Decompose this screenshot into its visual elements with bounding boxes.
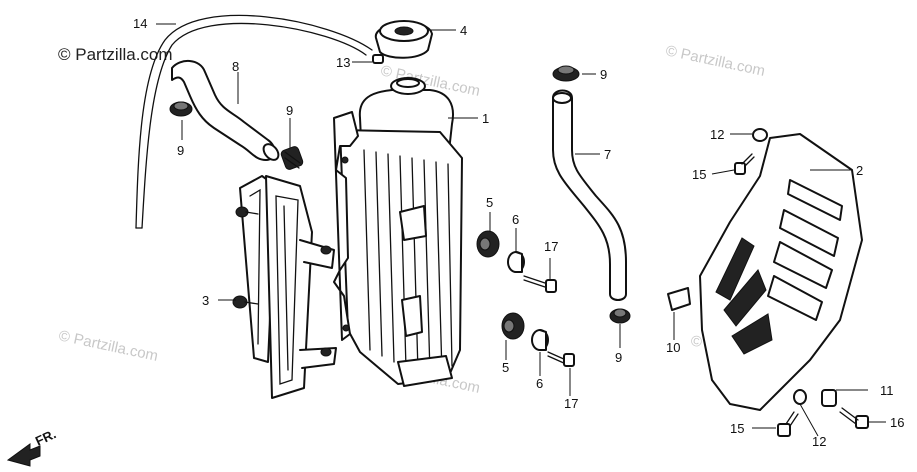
hose-clamp-3 xyxy=(552,65,580,82)
callout-13: 13 xyxy=(336,55,350,70)
callout-16: 16 xyxy=(890,415,904,430)
shroud-bolt-upper xyxy=(235,206,259,218)
callout-10: 10 xyxy=(666,340,680,355)
washer-upper xyxy=(752,128,768,142)
bolt-shroud-lower-left xyxy=(777,411,799,437)
radiator-hose-lower xyxy=(552,89,627,301)
hose-clamp-2 xyxy=(280,146,304,170)
hose-clamp-1 xyxy=(169,101,193,117)
radiator-shroud-left xyxy=(239,175,337,399)
callout-1: 1 xyxy=(482,111,489,126)
callout-9-hose-upper-left: 9 xyxy=(177,143,184,158)
callout-8: 8 xyxy=(232,59,239,74)
shroud-bolt-right-1 xyxy=(320,245,332,255)
radiator-shroud-right xyxy=(699,133,863,411)
callout-14: 14 xyxy=(133,16,147,31)
watermark-primary: © Partzilla.com xyxy=(58,45,173,64)
bolt-upper xyxy=(523,275,557,293)
callout-15-lower: 15 xyxy=(730,421,744,436)
collar-upper xyxy=(507,251,525,273)
callout-4: 4 xyxy=(460,23,467,38)
callout-7: 7 xyxy=(604,147,611,162)
callout-12-upper: 12 xyxy=(710,127,724,142)
collar-lower xyxy=(531,329,549,351)
radiator-cap xyxy=(374,20,433,59)
bolt-shroud-lower-right xyxy=(839,407,869,429)
callout-5-lower: 5 xyxy=(502,360,509,375)
tube-clip xyxy=(372,54,384,64)
callout-17-lower: 17 xyxy=(564,396,578,411)
callout-9-hose-lower-top: 9 xyxy=(600,67,607,82)
callout-6-upper: 6 xyxy=(512,212,519,227)
callout-17-upper: 17 xyxy=(544,239,558,254)
callout-9-hose-lower-bottom: 9 xyxy=(615,350,622,365)
callout-2: 2 xyxy=(856,163,863,178)
callout-6-lower: 6 xyxy=(536,376,543,391)
callout-12-lower: 12 xyxy=(812,434,826,449)
grommet-upper xyxy=(476,230,500,258)
shroud-bolt-lower xyxy=(232,295,259,309)
front-marker: FR. xyxy=(33,426,58,448)
callout-15-upper: 15 xyxy=(692,167,706,182)
washer-lower xyxy=(793,389,807,405)
front-direction-arrow xyxy=(6,443,41,467)
overflow-tube xyxy=(135,14,373,229)
callout-5-upper: 5 xyxy=(486,195,493,210)
watermark-top-right: © Partzilla.com xyxy=(664,42,766,80)
hose-clamp-4 xyxy=(609,308,631,324)
bolt-lower xyxy=(547,351,575,367)
callout-11: 11 xyxy=(880,383,894,398)
collar-shroud-lower xyxy=(821,389,837,407)
shroud-bolt-right-2 xyxy=(320,347,332,357)
radiator xyxy=(333,77,463,387)
leader-lines xyxy=(156,23,886,437)
callout-3: 3 xyxy=(202,293,209,308)
radiator-hose-upper xyxy=(171,60,280,161)
watermark-bottom-left: © Partzilla.com xyxy=(57,327,159,365)
bolt-shroud-upper xyxy=(734,153,755,175)
shroud-clip xyxy=(667,287,691,311)
grommet-lower xyxy=(501,312,525,340)
callout-9-hose-upper-right: 9 xyxy=(286,103,293,118)
